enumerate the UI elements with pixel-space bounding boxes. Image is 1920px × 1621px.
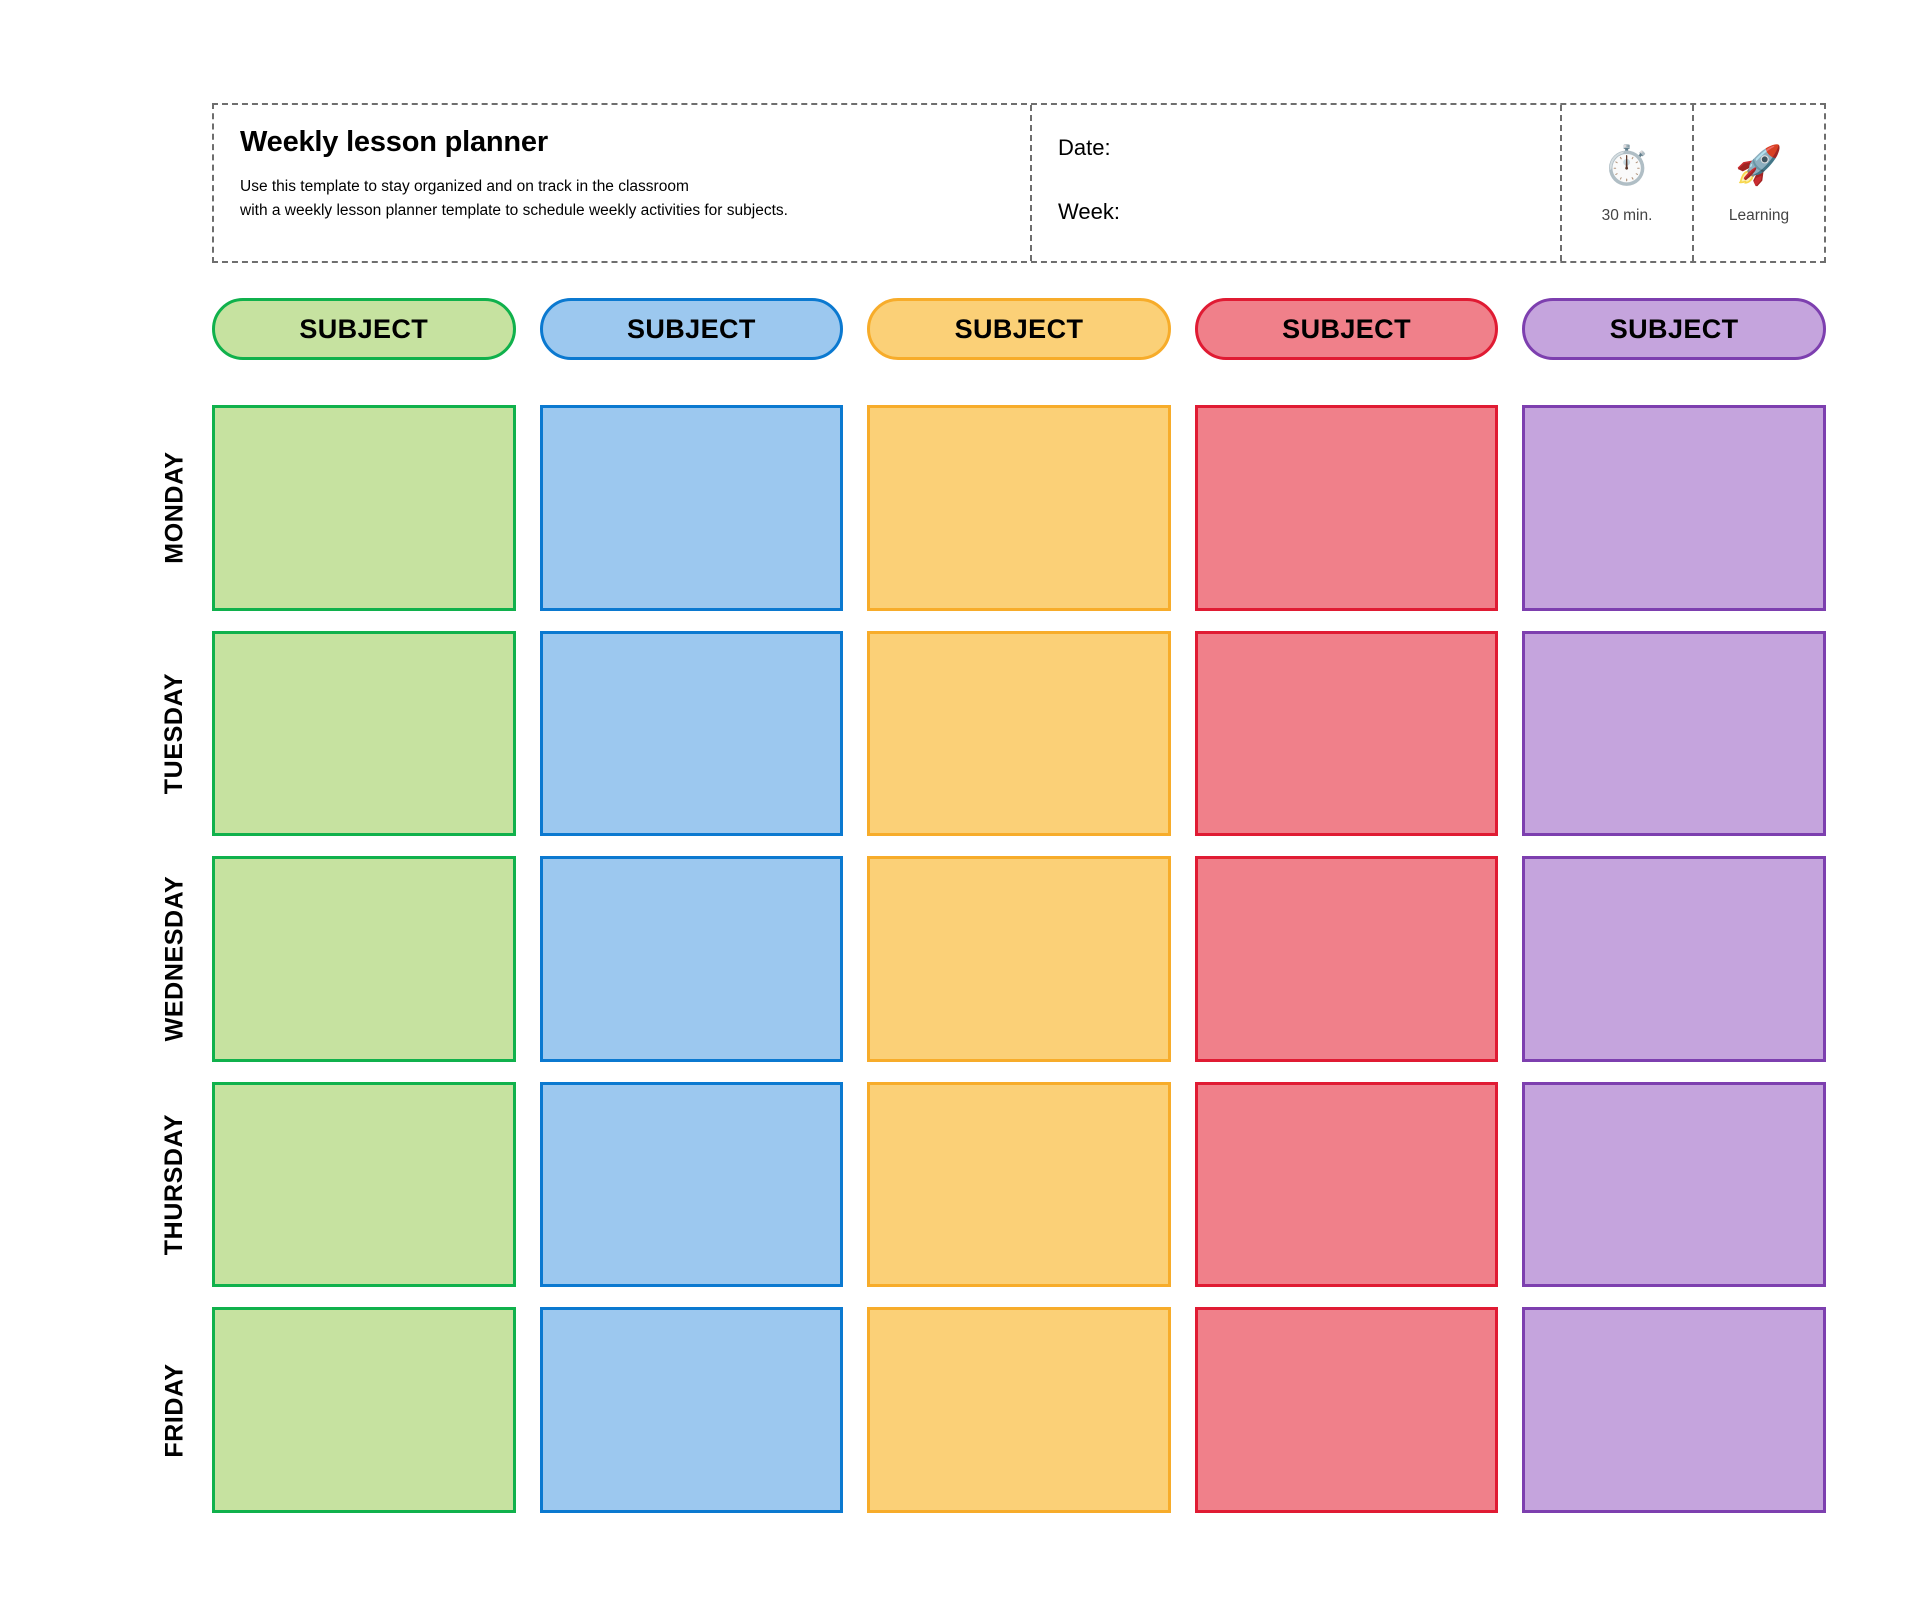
page-description: Use this template to stay organized and …: [240, 175, 1030, 223]
planner-cell-monday-1[interactable]: [212, 405, 516, 611]
duration-caption: 30 min.: [1601, 207, 1653, 224]
day-label-thursday: THURSDAY: [160, 1113, 189, 1256]
planner-cell-monday-3[interactable]: [867, 405, 1171, 611]
duration-icon-cell: ⏱️ 30 min.: [1560, 105, 1692, 261]
planner-row-friday: [212, 1307, 1826, 1513]
day-label-slot-thursday: THURSDAY: [145, 1082, 205, 1288]
subject-pill-3-label: SUBJECT: [954, 313, 1084, 344]
planner-cell-thursday-1[interactable]: [212, 1081, 516, 1288]
planner-row-tuesday: [212, 630, 1826, 837]
subject-pill-2-label: SUBJECT: [626, 313, 756, 344]
day-label-slot-tuesday: TUESDAY: [145, 631, 205, 837]
learning-icon-cell: 🚀 Learning: [1692, 105, 1824, 261]
page-title: Weekly lesson planner: [240, 126, 548, 158]
day-label-slot-friday: FRIDAY: [145, 1307, 205, 1513]
day-label-tuesday: TUESDAY: [160, 672, 189, 795]
day-label-slot-monday: MONDAY: [145, 405, 205, 611]
planner-cell-thursday-2[interactable]: [539, 1081, 844, 1288]
planner-cell-tuesday-3[interactable]: [867, 630, 1171, 837]
subject-pill-2[interactable]: SUBJECT: [539, 298, 844, 360]
page-description-line-2: with a weekly lesson planner template to…: [240, 201, 788, 219]
subject-pill-5-label: SUBJECT: [1609, 313, 1739, 344]
planner-row-wednesday: [212, 856, 1826, 1062]
planner-cell-monday-4[interactable]: [1194, 405, 1499, 611]
week-field-label[interactable]: Week:: [1058, 199, 1120, 225]
subject-pill-3[interactable]: SUBJECT: [867, 298, 1171, 360]
day-label-wednesday: WEDNESDAY: [160, 876, 189, 1042]
planner-cell-monday-2[interactable]: [539, 405, 844, 611]
subject-pill-1-label: SUBJECT: [299, 313, 429, 344]
stopwatch-icon: ⏱️: [1603, 145, 1651, 187]
planner-cell-tuesday-4[interactable]: [1194, 630, 1499, 837]
planner-row-thursday: [212, 1081, 1826, 1288]
planner-cell-monday-5[interactable]: [1522, 405, 1826, 611]
learning-caption: Learning: [1728, 207, 1790, 224]
planner-cell-tuesday-5[interactable]: [1522, 630, 1826, 837]
planner-cell-wednesday-1[interactable]: [212, 856, 516, 1062]
planner-row-monday: [212, 405, 1826, 611]
planner-cell-friday-3[interactable]: [867, 1307, 1171, 1513]
date-field-label[interactable]: Date:: [1058, 135, 1111, 160]
planner-cell-thursday-5[interactable]: [1522, 1081, 1826, 1288]
planner-cell-friday-2[interactable]: [539, 1307, 844, 1513]
day-label-monday: MONDAY: [160, 451, 189, 565]
planner-cell-friday-4[interactable]: [1194, 1307, 1499, 1513]
subject-header-row: SUBJECT SUBJECT SUBJECT SUBJECT SUBJECT: [212, 298, 1826, 360]
planner-cell-friday-1[interactable]: [212, 1307, 516, 1513]
subject-pill-4[interactable]: SUBJECT: [1194, 298, 1499, 360]
planner-cell-wednesday-2[interactable]: [539, 856, 844, 1062]
header-meta-cell: Date: Week:: [1030, 105, 1560, 261]
planner-cell-wednesday-5[interactable]: [1522, 856, 1826, 1062]
header-title-cell: Weekly lesson planner Use this template …: [214, 105, 1030, 261]
subject-pill-1[interactable]: SUBJECT: [212, 298, 516, 360]
planner-cell-thursday-3[interactable]: [867, 1081, 1171, 1288]
day-label-slot-wednesday: WEDNESDAY: [145, 856, 205, 1062]
day-label-friday: FRIDAY: [160, 1362, 189, 1458]
rocket-icon: 🚀: [1735, 145, 1783, 187]
planner-cell-thursday-4[interactable]: [1194, 1081, 1499, 1288]
planner-cell-wednesday-3[interactable]: [867, 856, 1171, 1062]
header-block: Weekly lesson planner Use this template …: [212, 103, 1826, 263]
subject-pill-4-label: SUBJECT: [1282, 313, 1411, 344]
planner-grid: [212, 405, 1826, 1513]
planner-cell-wednesday-4[interactable]: [1194, 856, 1499, 1062]
page-description-line-1: Use this template to stay organized and …: [240, 177, 689, 195]
day-label-rail: MONDAY TUESDAY WEDNESDAY THURSDAY FRIDAY: [145, 405, 205, 1513]
planner-cell-friday-5[interactable]: [1522, 1307, 1826, 1513]
planner-cell-tuesday-2[interactable]: [539, 630, 844, 837]
planner-cell-tuesday-1[interactable]: [212, 630, 516, 837]
subject-pill-5[interactable]: SUBJECT: [1522, 298, 1826, 360]
